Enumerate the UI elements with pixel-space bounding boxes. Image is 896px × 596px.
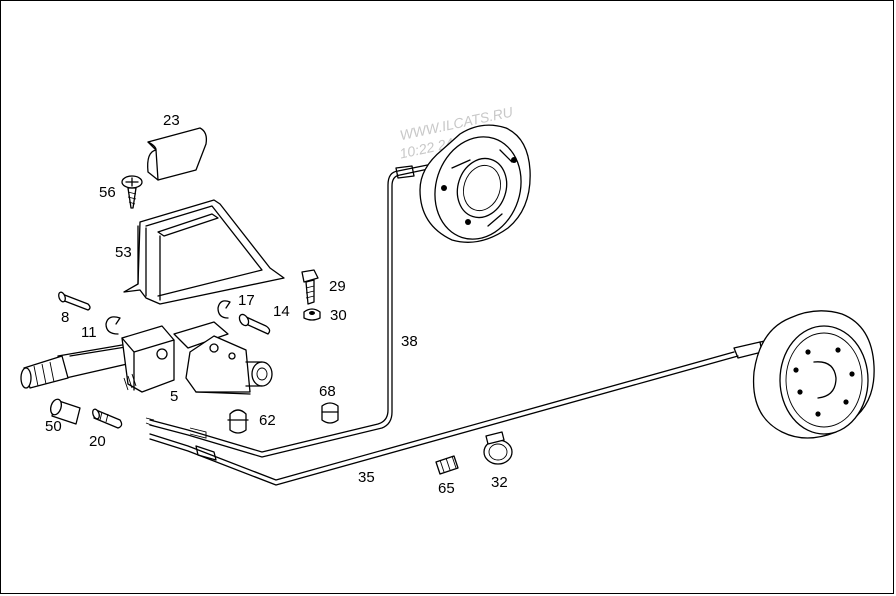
- grommet-68[interactable]: [321, 402, 339, 424]
- callout-30: 30: [330, 307, 347, 324]
- callout-68: 68: [319, 383, 336, 400]
- grommet-65[interactable]: [435, 455, 459, 475]
- callout-29: 29: [329, 278, 346, 295]
- bolt-29[interactable]: [301, 269, 319, 305]
- handbrake-lever-5[interactable]: [20, 321, 273, 395]
- brake-backing-plate[interactable]: [419, 124, 534, 250]
- clip-11[interactable]: [105, 316, 121, 335]
- pin-8[interactable]: [57, 291, 91, 311]
- callout-50: 50: [45, 418, 62, 435]
- screw-56[interactable]: [121, 175, 143, 209]
- callout-8: 8: [61, 309, 69, 326]
- callout-5: 5: [170, 388, 178, 405]
- bracket-53[interactable]: [123, 199, 285, 305]
- callout-11: 11: [81, 324, 97, 341]
- clamp-32[interactable]: [483, 431, 513, 465]
- callout-32: 32: [491, 474, 508, 491]
- callout-17: 17: [238, 292, 255, 309]
- callout-38: 38: [401, 333, 418, 350]
- callout-56: 56: [99, 184, 116, 201]
- callout-14: 14: [273, 303, 290, 320]
- grommet-62[interactable]: [227, 409, 249, 434]
- washer-30[interactable]: [303, 308, 321, 321]
- callout-20: 20: [89, 433, 106, 450]
- callout-labels: 23 56 53 29 17 14 30 8 11 38 5 68 62 50 …: [45, 112, 508, 497]
- callout-62: 62: [259, 412, 276, 429]
- handle-cover-23[interactable]: [147, 127, 208, 181]
- clip-17[interactable]: [217, 300, 231, 319]
- pin-14[interactable]: [238, 313, 271, 335]
- callout-65: 65: [438, 480, 455, 497]
- bushing-50[interactable]: [49, 398, 81, 425]
- pin-20[interactable]: [91, 408, 123, 429]
- callout-53: 53: [115, 244, 132, 261]
- callout-23: 23: [163, 112, 180, 129]
- brake-drum[interactable]: [752, 310, 875, 439]
- callout-35: 35: [358, 469, 375, 486]
